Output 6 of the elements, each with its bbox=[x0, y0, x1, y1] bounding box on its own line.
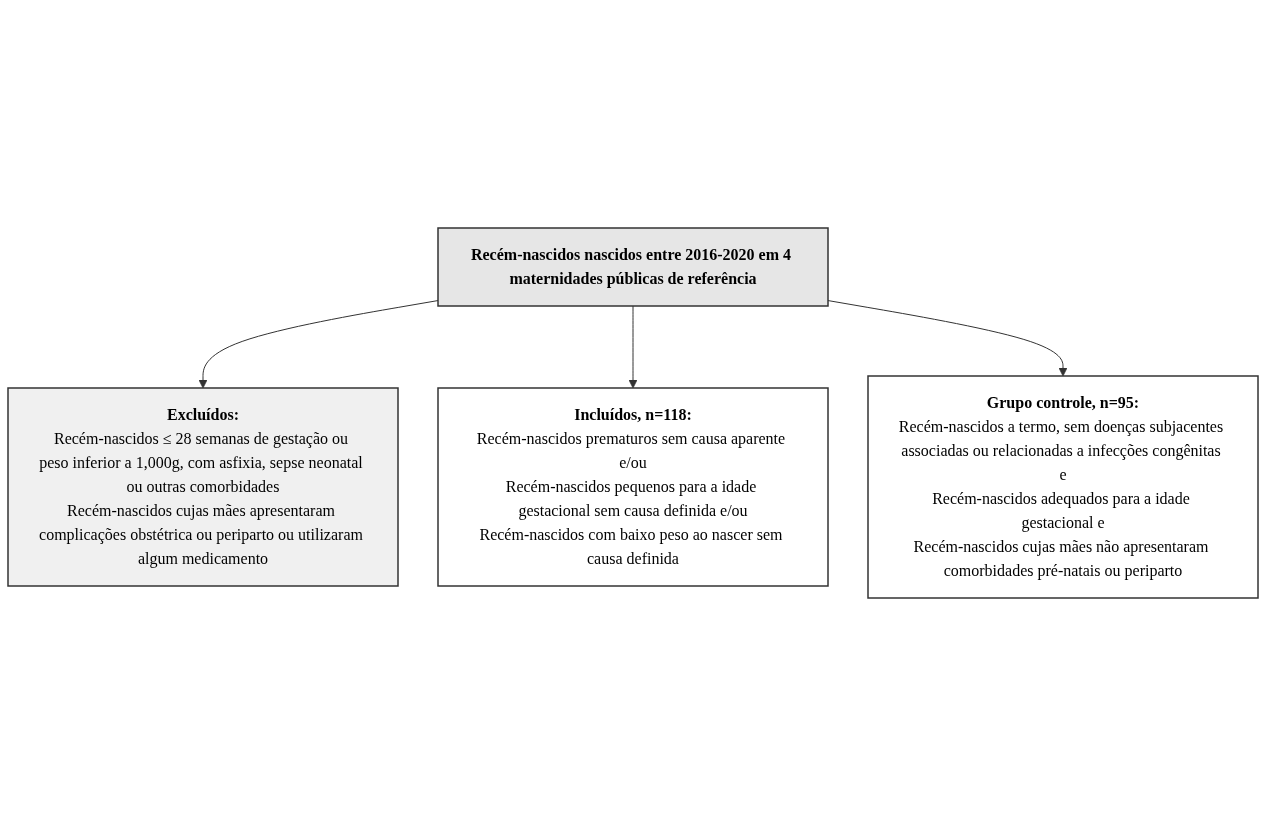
node-box: Incluídos, n=118: Recém-nascidos prematuros sem causa aparente e/ou Recém-nascidos pequenos para a idade gestacional sem causa definida e/ou Recém-nascidos com baixo peso ao nascer sem causa definida bbox=[437, 387, 829, 587]
arrow bbox=[628, 305, 638, 389]
node-box: Excluídos: Recém-nascidos ≤ 28 semanas de gestação ou peso inferior a 1,000g, com asfixia, sepse neonatal ou outras comorbidades Recém-nascidos cujas mães apresentaram complicações obstétrica ou periparto ou utilizaram algum medicamento bbox=[7, 387, 399, 587]
node-box: Recém-nascidos nascidos entre 2016-2020 em 4 maternidades públicas de referência bbox=[437, 227, 829, 307]
node-box: Grupo controle, n=95: Recém-nascidos a termo, sem doenças subjacentes associadas ou relacionadas a infecções congênitas e Recém-nascidos adequados para a idade gestacional e Recém-nascidos cujas mães não apresentaram comorbidades pré-natais ou periparto bbox=[867, 375, 1259, 599]
arrow bbox=[198, 300, 439, 389]
